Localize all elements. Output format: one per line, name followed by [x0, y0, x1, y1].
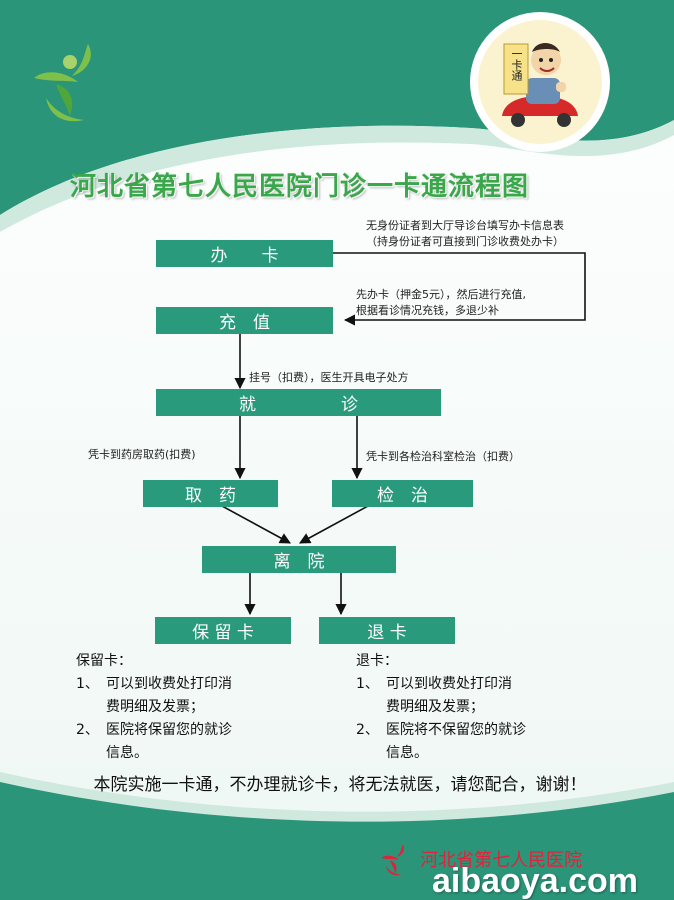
item-text-continued: 费明细及发票； [386, 699, 484, 715]
watermark-text: aibaoya.com [432, 862, 638, 900]
step-return-card: 退 卡 [319, 617, 455, 644]
note-topup-line1: 先办卡（押金5元），然后进行充值, [356, 288, 526, 301]
footer-logo-icon [381, 844, 404, 876]
item-text-continued: 信息。 [106, 745, 148, 761]
item-text: 医院将保留您的就诊 [106, 722, 232, 738]
note-pharmacy: 凭卡到药房取药(扣费) [88, 448, 196, 461]
item-text: 医院将不保留您的就诊 [386, 722, 526, 738]
step-consultation: 就 诊 [156, 389, 441, 416]
step-examination: 检 治 [332, 480, 473, 507]
page-title: 河北省第七人民医院门诊一卡通流程图 [70, 172, 530, 202]
step-keep-card: 保 留 卡 [155, 617, 291, 644]
return-card-item: 2、 医院将不保留您的就诊 [356, 719, 526, 742]
hospital-logo-icon [34, 44, 91, 122]
item-text-continued: 费明细及发票； [106, 699, 204, 715]
cartoon-man-with-card-icon [502, 43, 578, 127]
item-text: 可以到收费处打印消 [386, 676, 512, 692]
keep-card-heading: 保留卡： [76, 653, 132, 669]
item-number: 1、 [356, 676, 379, 692]
keep-card-item: 1、 可以到收费处打印消 [76, 673, 232, 696]
note-topup-line2: 根据看诊情况充钱，多退少补 [356, 304, 499, 317]
note-examination: 凭卡到各检治科室检治（扣费） [366, 450, 520, 463]
keep-card-item: 2、 医院将保留您的就诊 [76, 719, 232, 742]
item-number: 2、 [356, 722, 379, 738]
card-sign-text: 一卡通 [510, 48, 523, 81]
item-number: 2、 [76, 722, 99, 738]
step-apply-card: 办 卡 [156, 240, 333, 267]
note-consultation: 挂号（扣费），医生开具电子处方 [249, 371, 409, 384]
item-number: 1、 [76, 676, 99, 692]
return-card-heading: 退卡： [356, 653, 398, 669]
step-leave-hospital: 离 院 [202, 546, 396, 573]
return-card-section: 退卡： 1、 可以到收费处打印消 费明细及发票； 2、 医院将不保留您的就诊 信… [356, 650, 526, 765]
item-text: 可以到收费处打印消 [106, 676, 232, 692]
policy-notice: 本院实施一卡通，不办理就诊卡，将无法就医，请您配合，谢谢！ [93, 775, 587, 795]
footer-hospital-name: 河北省第七人民医院 [420, 850, 582, 871]
item-text-continued: 信息。 [386, 745, 428, 761]
step-top-up: 充 值 [156, 307, 333, 334]
keep-card-section: 保留卡： 1、 可以到收费处打印消 费明细及发票； 2、 医院将保留您的就诊 信… [76, 650, 232, 765]
step-pharmacy: 取 药 [143, 480, 278, 507]
return-card-item: 1、 可以到收费处打印消 [356, 673, 526, 696]
note-apply-line2: （持身份证者可直接到门诊收费处办卡） [366, 235, 564, 248]
note-apply-line1: 无身份证者到大厅导诊台填写办卡信息表 [366, 219, 564, 232]
